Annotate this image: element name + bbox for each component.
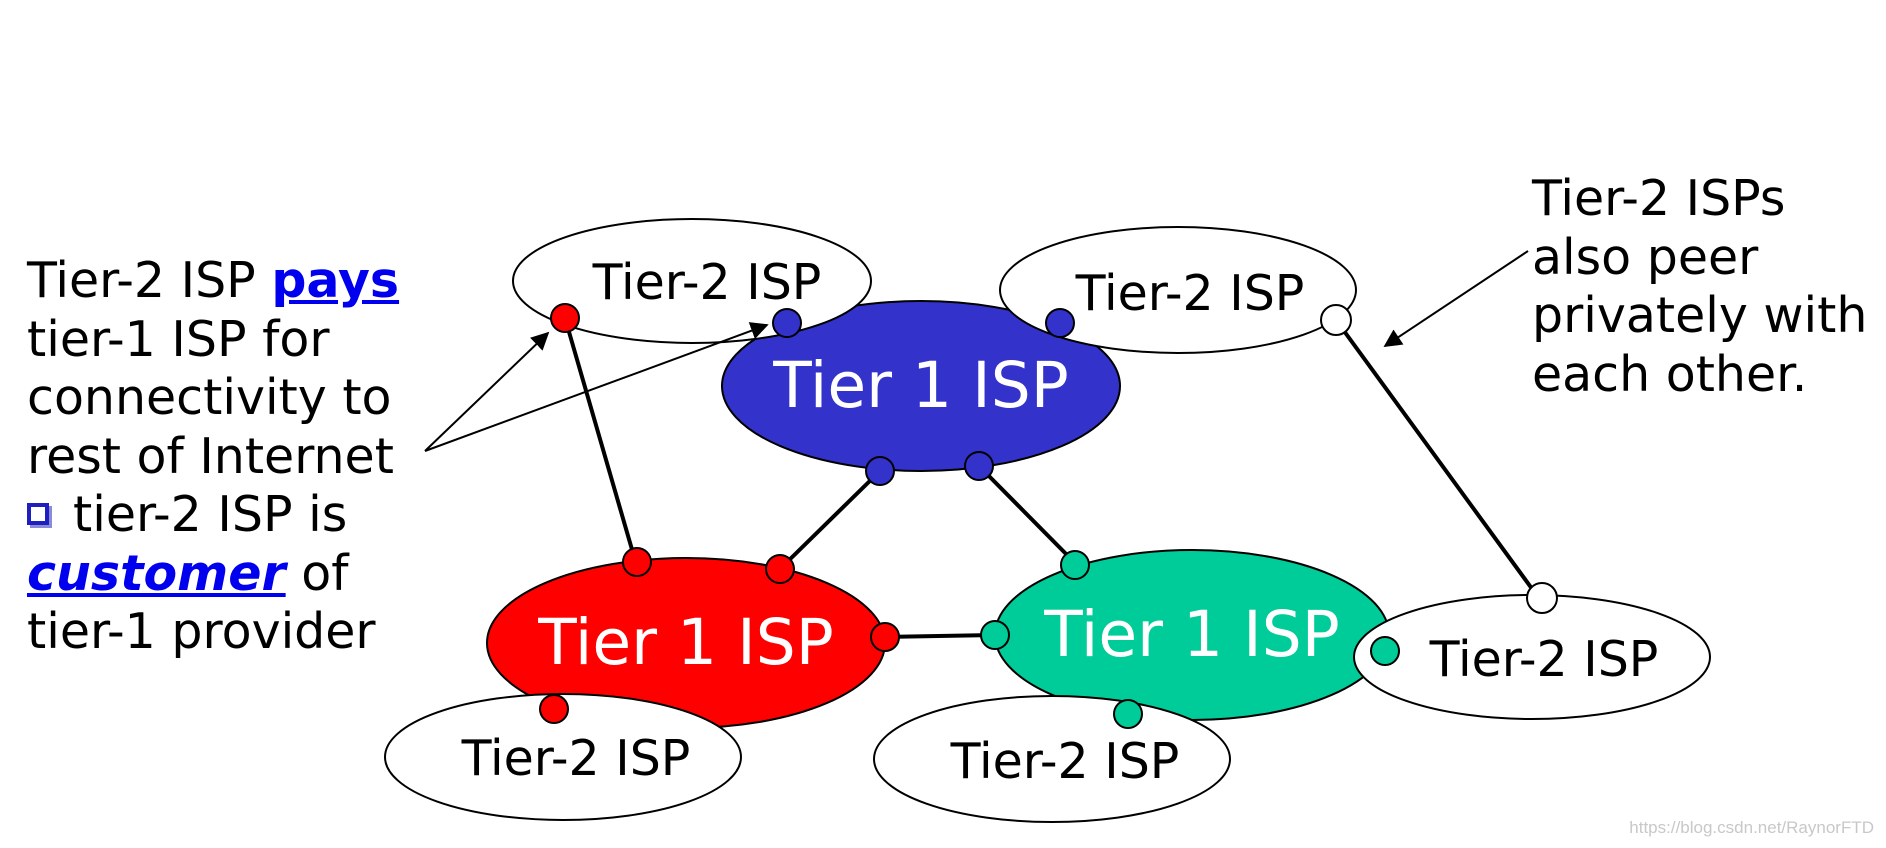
watermark: https://blog.csdn.net/RaynorFTD: [1629, 818, 1874, 837]
customer-annotation: Tier-2 ISP pays tier-1 ISP for connectiv…: [27, 252, 437, 662]
link-red-green: [884, 633, 996, 639]
port-dot-white: [1526, 582, 1558, 614]
tier2-isp-top-left-label: Tier-2 ISP: [592, 254, 822, 311]
port-dot-red: [539, 694, 569, 724]
annotation-line: customer of: [27, 545, 437, 604]
port-dot-green: [980, 620, 1010, 650]
port-dot-blue: [964, 451, 994, 481]
annotation-text: Tier-2 ISP: [27, 252, 272, 309]
annotation-text: of: [285, 544, 349, 602]
port-dot-green: [1370, 636, 1400, 666]
pays-arrow-lower: [424, 322, 769, 452]
port-dot-blue: [1045, 308, 1075, 338]
annotation-line: tier-2 ISP is: [27, 486, 437, 545]
tier2-isp-bottom-left-label: Tier-2 ISP: [461, 730, 691, 787]
tier2-isp-bottom-mid-label: Tier-2 ISP: [950, 733, 1180, 790]
annotation-line: Tier-2 ISPs: [1532, 170, 1786, 227]
port-dot-green: [1113, 699, 1143, 729]
customer-keyword: customer: [27, 544, 286, 602]
annotation-line: Tier-2 ISP pays: [27, 252, 437, 311]
annotation-line: rest of Internet: [27, 427, 394, 485]
tier2-isp-bottom-left: [384, 693, 742, 821]
tier1-isp-green-label: Tier 1 ISP: [1043, 598, 1339, 671]
peering-annotation: Tier-2 ISPs also peer privately with eac…: [1532, 170, 1867, 404]
annotation-line: privately with: [1532, 287, 1868, 344]
port-dot-red: [765, 554, 795, 584]
link-blue-green: [977, 464, 1077, 565]
pays-keyword: pays: [271, 252, 400, 309]
link-tier2-topleft-red: [563, 317, 637, 561]
port-dot-white: [1320, 304, 1352, 336]
annotation-text: tier-2 ISP is: [73, 486, 348, 543]
tier1-isp-blue-label: Tier 1 ISP: [772, 349, 1068, 422]
port-dot-green: [1060, 550, 1090, 580]
link-tier2-peering: [1334, 318, 1540, 599]
tier2-isp-right-label: Tier-2 ISP: [1429, 631, 1659, 688]
peer-arrow: [1383, 250, 1529, 347]
tier2-isp-bottom-mid: [873, 695, 1231, 823]
port-dot-red: [622, 547, 652, 577]
link-blue-red: [778, 469, 882, 571]
annotation-line: connectivity to: [27, 369, 392, 426]
annotation-line: also peer: [1532, 228, 1759, 286]
annotation-line: tier-1 provider: [27, 603, 376, 660]
tier1-isp-blue: [721, 300, 1121, 472]
port-dot-red: [870, 622, 900, 652]
tier2-isp-top-right-label: Tier-2 ISP: [1075, 265, 1305, 322]
port-dot-blue: [865, 456, 895, 486]
annotation-line: tier-1 ISP for: [27, 310, 330, 368]
port-dot-red: [550, 303, 580, 333]
port-dot-blue: [772, 308, 802, 338]
pays-arrow-upper: [424, 331, 550, 452]
square-bullet-icon: [27, 502, 49, 525]
tier1-isp-red-label: Tier 1 ISP: [537, 606, 833, 679]
tier2-isp-top-right: [999, 226, 1357, 354]
annotation-line: each other.: [1532, 345, 1808, 403]
